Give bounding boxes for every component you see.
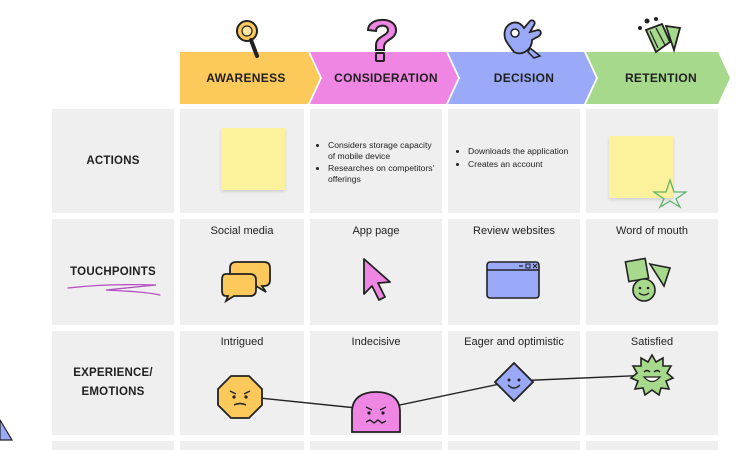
actions-consideration-item-1: Considers storage capacity of mobile dev… [328, 140, 440, 161]
cell-actions-consideration [310, 109, 442, 213]
cell-next-awareness [180, 441, 304, 450]
shapes-icon [624, 257, 672, 302]
purple-scribble [67, 283, 161, 296]
actions-decision-item-2: Creates an account [468, 159, 576, 170]
stage-chevron-consideration [310, 52, 458, 104]
stage-header [180, 52, 730, 104]
row-header-experience [52, 331, 174, 435]
party-popper-icon [638, 17, 682, 54]
touchpoint-label-consideration: App page [352, 225, 400, 237]
touchpoint-label-decision: Review websites [473, 225, 555, 237]
stage-chevron-awareness [180, 52, 320, 104]
cell-touchpoints-retention [586, 219, 718, 325]
partial-triangle-shape [0, 418, 14, 441]
stage-chevron-decision [448, 52, 596, 104]
question-mark-icon [366, 18, 398, 62]
magnifier-icon [236, 20, 259, 58]
stage-label-retention: RETENTION [624, 71, 698, 85]
diamond-face-icon [493, 361, 535, 403]
ok-hand-icon [503, 19, 542, 59]
actions-consideration-item-2: Researches on competitors' offerings [328, 163, 440, 184]
actions-consideration-list: Considers storage capacity of mobile dev… [316, 140, 440, 186]
cell-next-retention [586, 441, 718, 450]
green-star-doodle [651, 177, 689, 209]
cell-actions-decision [448, 109, 580, 213]
actions-decision-list: Downloads the application Creates an acc… [456, 146, 576, 171]
sticky-note-retention [609, 136, 673, 198]
worried-face-icon [351, 391, 401, 433]
cell-next-decision [448, 441, 580, 450]
row-label-experience: EXPERIENCE/ EMOTIONS [52, 331, 174, 435]
cell-next-consideration [310, 441, 442, 450]
row-label-actions: ACTIONS [86, 154, 140, 167]
row-header-actions [52, 109, 174, 213]
stage-label-decision: DECISION [493, 71, 555, 85]
octagon-face-icon [217, 375, 263, 419]
stage-label-awareness: AWARENESS [206, 71, 286, 85]
row-header-next [52, 441, 174, 450]
stage-label-consideration: CONSIDERATION [334, 71, 438, 85]
actions-decision-item-1: Downloads the application [468, 146, 576, 157]
emotion-label-consideration: Indecisive [351, 336, 401, 348]
row-label-touchpoints: TOUCHPOINTS [70, 265, 156, 278]
stage-chevron-retention [586, 52, 730, 104]
emotion-label-decision: Eager and optimistic [464, 336, 564, 348]
touchpoint-label-retention: Word of mouth [616, 225, 688, 237]
browser-window-icon [486, 261, 540, 299]
emotion-label-awareness: Intrigued [220, 336, 264, 348]
speech-bubbles-icon [221, 261, 271, 304]
row-header-touchpoints [52, 219, 174, 325]
row-label-experience-line1: EXPERIENCE/ [73, 367, 153, 379]
row-label-experience-line2: EMOTIONS [81, 386, 145, 398]
cursor-icon [363, 258, 391, 301]
emotion-label-retention: Satisfied [630, 336, 674, 348]
sticky-note-awareness [221, 128, 285, 190]
happy-burst-face-icon [629, 353, 675, 397]
touchpoint-label-awareness: Social media [210, 225, 274, 237]
